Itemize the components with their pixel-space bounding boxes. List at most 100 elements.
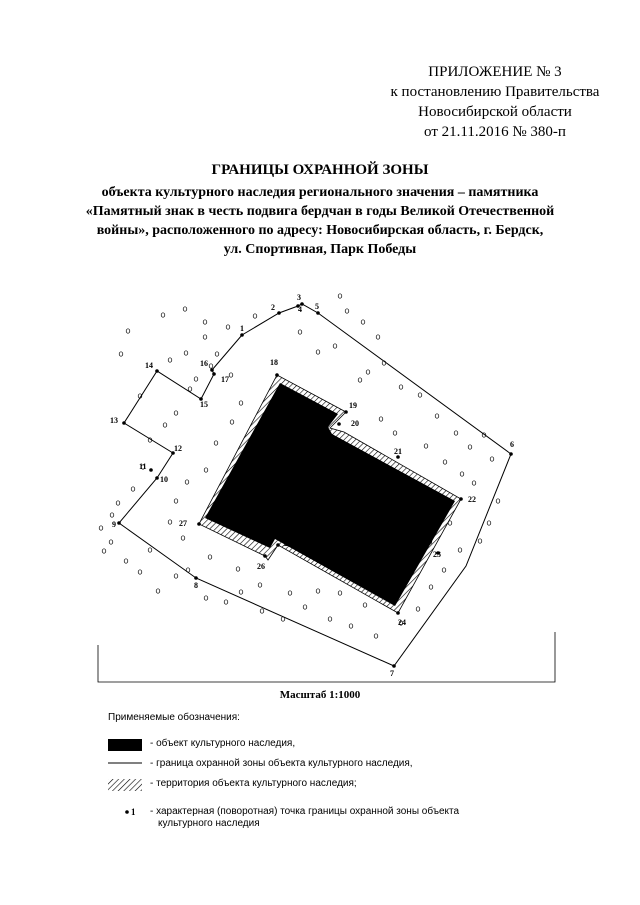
boundary-point-label: 4 (298, 305, 302, 314)
boundary-point-label: 14 (145, 361, 153, 370)
tree-icon (115, 500, 121, 506)
tree-icon (315, 588, 321, 594)
tree-icon (259, 608, 265, 614)
boundary-point-label: 17 (221, 375, 229, 384)
appendix-region: Новосибирской области (418, 104, 572, 120)
boundary-point-label: 1 (240, 324, 244, 333)
tree-icon (225, 324, 231, 330)
tree-icon (118, 351, 124, 357)
tree-icon (229, 419, 235, 425)
object-point-label: 24 (398, 618, 406, 627)
legend-text: - характерная (поворотная) точка границы… (150, 806, 460, 817)
tree-icon (459, 471, 465, 477)
tree-icon (202, 319, 208, 325)
object-point-marker (459, 497, 463, 501)
tree-icon (332, 343, 338, 349)
tree-icon (160, 312, 166, 318)
title-line: «Памятный знак в честь подвига бердчан в… (85, 204, 555, 219)
tree-icon (203, 467, 209, 473)
tree-icon (167, 519, 173, 525)
tree-icon (392, 430, 398, 436)
boundary-point-marker (199, 397, 203, 401)
appendix-header: ПРИЛОЖЕНИЕ № 3 к постановлению Правитель… (360, 62, 630, 142)
tree-icon (477, 538, 483, 544)
tree-icon (315, 349, 321, 355)
tree-icon (147, 547, 153, 553)
tree-icon (434, 413, 440, 419)
appendix-date: от 21.11.2016 № 380-п (424, 124, 566, 140)
legend-title: Применяемые обозначения: (108, 712, 240, 723)
tree-icon (257, 582, 263, 588)
tree-icon (365, 369, 371, 375)
object-point-label: 25 (284, 539, 292, 548)
boundary-point-label: 15 (200, 400, 208, 409)
tree-icon (167, 357, 173, 363)
object-point-label: 26 (257, 562, 265, 571)
tree-icon (423, 443, 429, 449)
tree-icon (223, 599, 229, 605)
tree-icon (228, 372, 234, 378)
boundary-point-label: 7 (390, 669, 394, 678)
legend-text: - территория объекта культурного наследи… (150, 778, 357, 789)
boundary-point-marker (155, 369, 159, 373)
object-point-label: 27 (179, 519, 187, 528)
object-point-label: 22 (468, 495, 476, 504)
tree-icon (214, 351, 220, 357)
boundary-point-label: 3 (297, 293, 301, 302)
legend-point-icon: 1 (125, 807, 136, 817)
boundary-point-marker (300, 302, 304, 306)
tree-icon (447, 520, 453, 526)
tree-icon (207, 554, 213, 560)
title-line: войны», расположенного по адресу: Новоси… (96, 223, 544, 238)
tree-icon (123, 558, 129, 564)
tree-icon (489, 456, 495, 462)
boundary-point-label: 11 (139, 462, 147, 471)
document-title: ГРАНИЦЫ ОХРАННОЙ ЗОНЫ объекта культурног… (40, 160, 600, 259)
title-main: ГРАНИЦЫ ОХРАННОЙ ЗОНЫ (211, 162, 429, 178)
tree-icon (398, 620, 404, 626)
tree-symbols (98, 293, 501, 639)
legend-hatch-icon (108, 779, 142, 791)
legend-line-icon (108, 762, 142, 764)
tree-icon (348, 623, 354, 629)
tree-icon (109, 512, 115, 518)
tree-icon (125, 328, 131, 334)
boundary-point-marker (240, 333, 244, 337)
tree-icon (137, 569, 143, 575)
tree-icon (441, 567, 447, 573)
object-point-marker (263, 554, 267, 558)
tree-icon (337, 293, 343, 299)
boundary-point-marker (122, 421, 126, 425)
tree-icon (362, 602, 368, 608)
title-line: объекта культурного наследия регионально… (101, 185, 539, 200)
legend-point-marker: 1 (131, 807, 136, 817)
tree-icon (108, 539, 114, 545)
legend-text: - объект культурного наследия, (150, 738, 296, 749)
title-line: ул. Спортивная, Парк Победы (223, 242, 417, 257)
tree-icon (162, 422, 168, 428)
boundary-point-label: 12 (174, 444, 182, 453)
tree-icon (373, 633, 379, 639)
object-point-marker (276, 543, 280, 547)
tree-icon (182, 306, 188, 312)
object-point-label: 20 (351, 419, 359, 428)
boundary-point-marker (509, 452, 513, 456)
boundary-point-marker (212, 372, 216, 376)
tree-icon (297, 329, 303, 335)
tree-icon (202, 334, 208, 340)
tree-icon (101, 548, 107, 554)
boundary-point-marker (277, 311, 281, 315)
tree-icon (252, 313, 258, 319)
legend-text-continued: культурного наследия (158, 818, 260, 829)
boundary-point-marker (392, 664, 396, 668)
tree-icon (187, 386, 193, 392)
object-point-label: 19 (349, 401, 357, 410)
tree-icon (337, 590, 343, 596)
object-point-marker (436, 551, 440, 555)
tree-icon (415, 606, 421, 612)
boundary-point-label: 8 (194, 581, 198, 590)
object-point-marker (396, 611, 400, 615)
tree-icon (398, 384, 404, 390)
